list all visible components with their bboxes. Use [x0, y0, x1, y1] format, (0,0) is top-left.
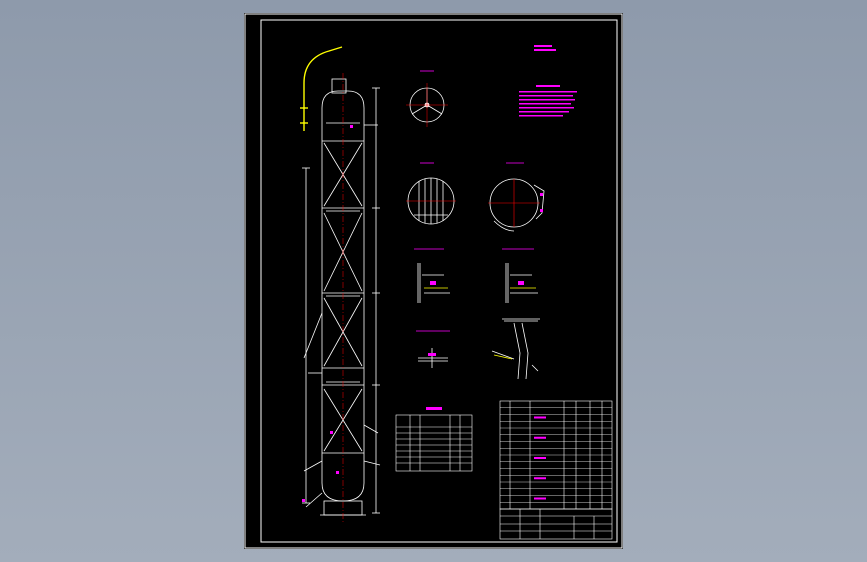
top-head	[321, 90, 365, 109]
inner-frame	[260, 19, 618, 543]
title-block	[499, 508, 613, 540]
section-view-support-grid	[406, 162, 456, 225]
top-nozzle	[331, 78, 347, 94]
bom-annotation-mark	[534, 497, 546, 500]
section-view-distributor	[406, 70, 448, 127]
bom-annotation-mark	[534, 457, 546, 459]
tower-markers	[302, 125, 353, 502]
detail-a	[414, 248, 450, 303]
section-view-nozzle-orientation	[488, 162, 545, 232]
bom-rows	[500, 407, 612, 503]
bom-annotation-mark	[534, 477, 546, 480]
column-assembly-drawing	[244, 13, 623, 549]
detail-b	[502, 248, 538, 303]
bom-annotation-mark	[534, 436, 546, 439]
detail-d	[491, 318, 540, 380]
overhead-pipe	[300, 46, 343, 131]
drawing-sheet	[244, 13, 623, 549]
parts-table-title	[426, 407, 442, 410]
tech-notes-block	[519, 45, 577, 117]
bom-annotation-mark	[534, 416, 546, 419]
tower-elevation	[302, 78, 381, 516]
outer-frame	[244, 13, 623, 549]
parts-table	[395, 414, 473, 472]
detail-c	[416, 330, 450, 368]
